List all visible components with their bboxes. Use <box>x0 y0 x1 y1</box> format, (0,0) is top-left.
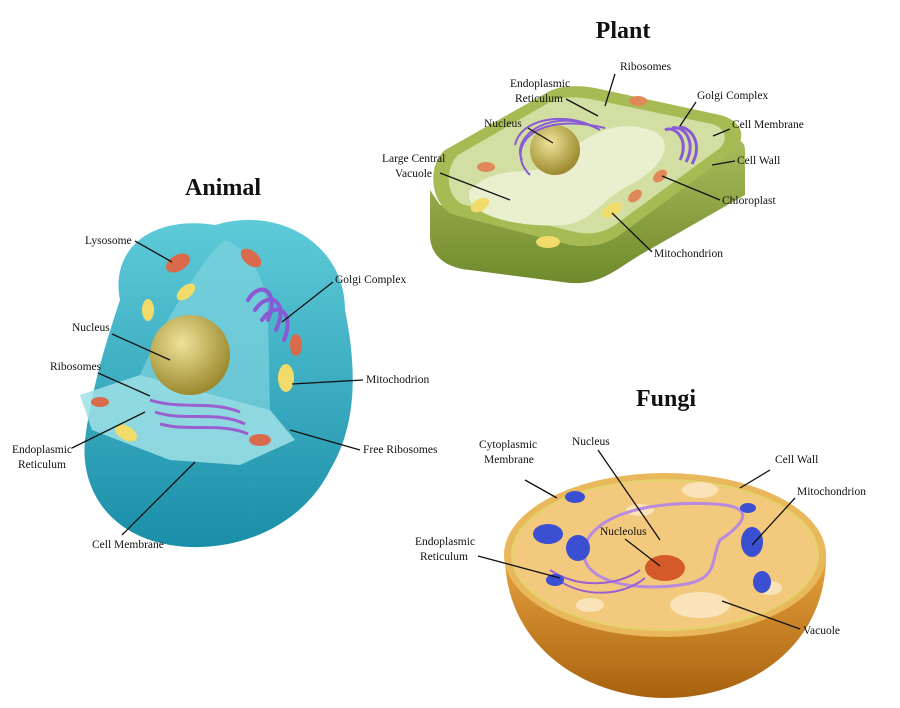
label-plant-er-1: Endoplasmic <box>510 78 570 90</box>
label-cyto-2: Membrane <box>484 454 534 466</box>
label-er-1: Endoplasmic <box>12 444 72 456</box>
label-fungi-vacuole: Vacuole <box>803 625 840 637</box>
plant-nucleus <box>530 125 580 175</box>
animal-nucleus <box>150 315 230 395</box>
label-lysosome: Lysosome <box>85 235 132 247</box>
animal-lysosome <box>166 253 190 273</box>
label-cyto-1: Cytoplasmic <box>479 439 537 451</box>
label-ribosomes: Ribosomes <box>50 361 102 373</box>
animal-lysosome <box>290 334 302 356</box>
animal-title: Animal <box>185 175 261 201</box>
plant-title: Plant <box>596 18 651 44</box>
plant-vacuole <box>468 126 665 226</box>
label-golgi: Golgi Complex <box>335 274 406 286</box>
animal-er <box>149 398 249 436</box>
label-fungi-mitochondrion: Mitochondrion <box>797 486 866 498</box>
animal-golgi <box>246 287 290 342</box>
label-fungi-er-1: Endoplasmic <box>415 536 475 548</box>
label-plant-nucleus: Nucleus <box>484 118 522 130</box>
plant-mitochondrion <box>536 236 560 248</box>
plant-chloroplast <box>477 162 495 172</box>
animal-mitochondrion <box>278 364 294 392</box>
animal-mitochondrion <box>142 299 154 321</box>
label-er-2: Reticulum <box>18 459 66 471</box>
animal-cell: Animal Lysosome Golgi Complex Nucleus Ri… <box>12 175 438 551</box>
label-nucleus: Nucleus <box>72 322 110 334</box>
plant-er <box>514 117 606 176</box>
label-plant-cell-wall: Cell Wall <box>737 155 780 167</box>
animal-lysosome <box>91 397 109 407</box>
label-plant-mitochondrion: Mitochondrion <box>654 248 723 260</box>
animal-mitochondrion <box>115 424 137 442</box>
label-free-ribosomes: Free Ribosomes <box>363 444 438 456</box>
plant-golgi <box>664 125 698 165</box>
plant-cell-wall-front <box>430 140 745 284</box>
label-plant-ribosomes: Ribosomes <box>620 61 672 73</box>
animal-lysosome <box>249 434 271 446</box>
fungi-cell: Fungi Cytoplasmic Membrane Nucleus Cell … <box>415 386 866 698</box>
animal-lysosome <box>240 248 262 268</box>
label-plant-er-2: Reticulum <box>515 93 563 105</box>
plant-chloroplast <box>628 189 642 203</box>
label-plant-cell-membrane: Cell Membrane <box>732 119 804 131</box>
label-nucleolus: Nucleolus <box>600 526 647 538</box>
label-mitochondrion: Mitochodrion <box>366 374 429 386</box>
label-vacuole-2: Vacuole <box>395 168 432 180</box>
plant-mitochondrion <box>470 197 490 213</box>
label-vacuole-1: Large Central <box>382 153 445 165</box>
label-fungi-er-2: Reticulum <box>420 551 468 563</box>
label-fungi-nucleus: Nucleus <box>572 436 610 448</box>
plant-chloroplast <box>629 96 647 106</box>
label-plant-golgi: Golgi Complex <box>697 90 768 102</box>
fungi-title: Fungi <box>636 386 696 412</box>
label-chloroplast: Chloroplast <box>722 195 776 207</box>
plant-mitochondrion <box>602 202 622 218</box>
fungi-mitochondria <box>533 491 771 593</box>
label-cell-membrane: Cell Membrane <box>92 539 164 551</box>
plant-chloroplast <box>653 169 667 183</box>
animal-cutaway-surface <box>80 375 295 465</box>
plant-cell: Plant Ribosomes Endoplasmic Reticulum Go… <box>382 18 804 284</box>
label-fungi-cell-wall: Cell Wall <box>775 454 818 466</box>
fungi-nucleus <box>582 501 745 589</box>
animal-mitochondrion <box>176 283 196 301</box>
